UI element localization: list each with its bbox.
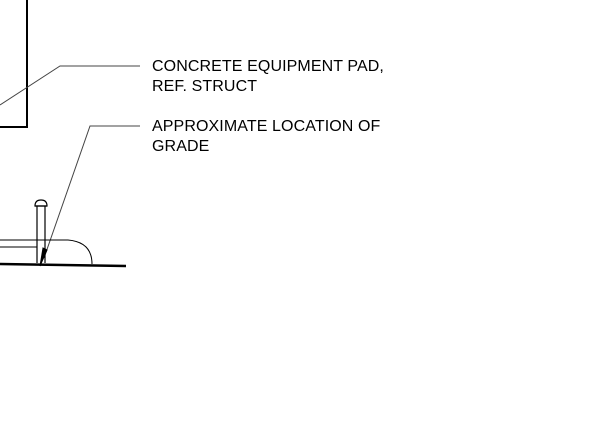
conduit-sweep bbox=[0, 239, 93, 265]
pad-note: CONCRETE EQUIPMENT PAD, REF. STRUCT bbox=[152, 57, 384, 97]
grade-note: APPROXIMATE LOCATION OF GRADE bbox=[152, 117, 380, 157]
pad-note-line2: REF. STRUCT bbox=[152, 78, 258, 95]
concrete-pad bbox=[0, 0, 28, 128]
pad-note-line1: CONCRETE EQUIPMENT PAD, bbox=[152, 58, 384, 75]
grade-line bbox=[0, 262, 127, 268]
grade-note-line2: GRADE bbox=[152, 138, 210, 155]
pad-leader-line bbox=[0, 65, 140, 106]
leader-arrowhead bbox=[39, 247, 48, 267]
ground-rod bbox=[34, 199, 48, 263]
conduit-top bbox=[0, 239, 93, 265]
rod-cap bbox=[34, 199, 48, 207]
grade-note-line1: APPROXIMATE LOCATION OF bbox=[152, 118, 381, 135]
grade-leader-line bbox=[43, 125, 140, 259]
